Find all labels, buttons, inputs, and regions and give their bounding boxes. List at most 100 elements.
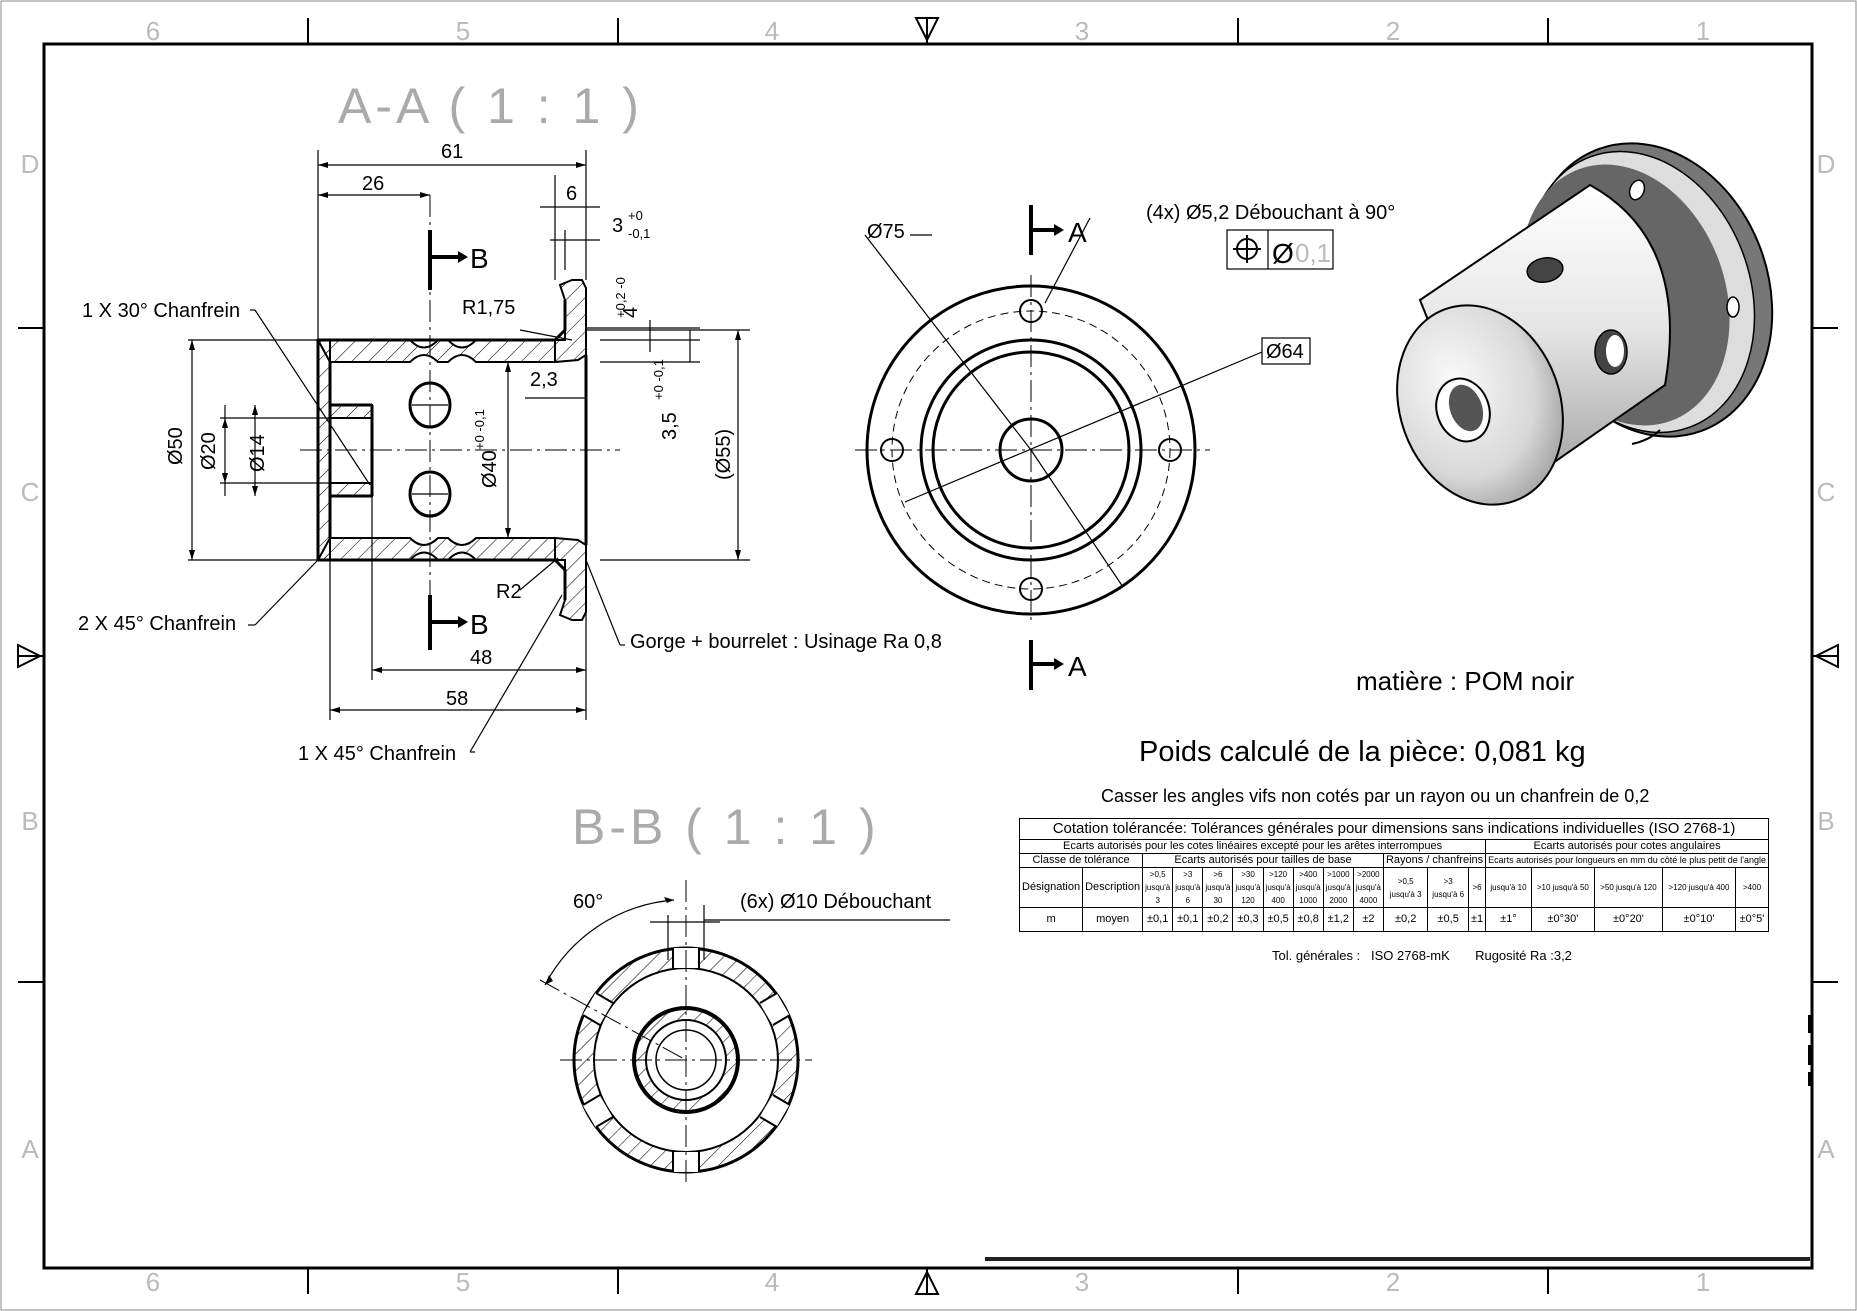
angle-range-cell: >50 jusqu'à 120 [1593,867,1664,908]
dim-20: Ø20 [198,432,220,470]
note-holes-4x: (4x) Ø5,2 Débouchant à 90° [1146,202,1395,224]
radii-range-cell: >0,5 jusqu'à 3 [1382,867,1429,908]
zone-col-1-bottom: 1 [1696,1267,1710,1297]
tol-general-line: Tol. générales : ISO 2768-mK Rugosité Ra… [1272,948,1572,963]
zone-col-3: 3 [1075,16,1089,46]
zone-col-3-bottom: 3 [1075,1267,1089,1297]
zone-row-c-right: C [1817,477,1836,507]
angle-range-cell: >10 jusqu'à 50 [1530,867,1595,908]
note-holes-6x: (6x) Ø10 Débouchant [740,891,932,913]
value-cell: ±0,3 [1232,907,1264,932]
position-tolerance-frame: Ø 0,1 [1226,229,1334,270]
dim-61: 61 [441,141,463,163]
zone-col-2-bottom: 2 [1386,1267,1400,1297]
dim-35: 3,5 [659,412,681,440]
range-cell: >3 jusqu'à 6 [1172,867,1204,908]
dim-3-tol-dn: -0,1 [628,226,650,241]
dim-40: Ø40 [479,450,501,488]
angle-value-cell: ±0°10' [1662,907,1736,932]
value-cell: ±0,5 [1262,907,1294,932]
tol-general-value: ISO 2768-mK [1371,948,1450,963]
note-chanfrein-30: 1 X 30° Chanfrein [82,300,240,322]
dim-48: 48 [470,647,492,669]
range-cell: >1000 jusqu'à 2000 [1322,867,1354,908]
note-chanfrein-1x45: 1 X 45° Chanfrein [298,743,456,765]
note-gorge: Gorge + bourrelet : Usinage Ra 0,8 [630,631,942,653]
radii-range-cell: >6 [1467,867,1487,908]
range-cell: >400 jusqu'à 1000 [1292,867,1324,908]
dim-r175: R1,75 [462,297,515,319]
section-mark-b-bottom: B [470,609,489,640]
weight-note: Poids calculé de la pièce: 0,081 kg [1139,736,1586,768]
range-cell: >120 jusqu'à 400 [1262,867,1294,908]
zone-row-b-right: B [1817,806,1834,836]
tol-general-label: Tol. générales : [1272,948,1361,963]
rugosite-value: 3,2 [1553,948,1572,963]
break-edges-note: Casser les angles vifs non cotés par un … [1101,786,1650,806]
value-cell: ±1,2 [1322,907,1354,932]
material-note: matière : POM noir [1356,666,1575,696]
radii-value-cell: ±1 [1467,907,1487,932]
dim-40-tol: +0 -0,1 [472,409,487,450]
zone-col-1: 1 [1696,16,1710,46]
section-mark-a-bottom: A [1068,651,1087,682]
note-chanfrein-2x45: 2 X 45° Chanfrein [78,613,236,635]
row-description: moyen [1082,907,1144,932]
position-tol-value: 0,1 [1295,238,1331,268]
dim-75: Ø75 [867,221,905,243]
dim-14: Ø14 [247,434,269,472]
angle-range-cell: >400 [1734,867,1770,908]
radii-range-cell: >3 jusqu'à 6 [1427,867,1469,908]
range-cell: >2000 jusqu'à 4000 [1352,867,1384,908]
value-cell: ±0,8 [1292,907,1324,932]
angular-header: Ecarts autorisés pour cotes angulaires [1485,839,1770,854]
angle-range-cell: >120 jusqu'à 400 [1662,867,1736,908]
zone-row-b: B [21,806,38,836]
linear-header: Ecarts autorisés pour les cotes linéaire… [1018,839,1487,854]
dim-4-tol: +0,2 -0 [613,277,628,318]
dim-26: 26 [362,173,384,195]
zone-col-6: 6 [146,16,160,46]
angle-range-cell: jusqu'à 10 [1485,867,1532,908]
value-cell: ±0,2 [1202,907,1234,932]
section-bb-view: B-B ( 1 : 1 ) [539,799,950,1185]
radii-value-cell: ±0,5 [1427,907,1469,932]
dim-r2: R2 [496,581,522,603]
dim-55: (Ø55) [713,429,735,480]
dim-angle-60: 60° [573,891,603,913]
radii-header: Rayons / chanfreins [1382,853,1487,868]
col-designation: Désignation [1018,867,1084,908]
zone-row-d-right: D [1817,149,1836,179]
angular-sub-header: Ecarts autorisés pour longueurs en mm du… [1485,853,1770,868]
dim-58: 58 [446,688,468,710]
isometric-view [1396,142,1774,506]
section-bb-title: B-B ( 1 : 1 ) [572,799,880,855]
section-aa-title: A-A ( 1 : 1 ) [338,78,643,134]
rugosite-label: Rugosité Ra : [1475,948,1554,963]
dim-3-tol-up: +0 [628,208,643,223]
section-mark-a-top: A [1068,217,1087,248]
value-cell: ±0,1 [1172,907,1204,932]
dim-50: Ø50 [165,427,187,465]
tolerance-table: Cotation tolérancée: Tolérances générale… [1018,818,1770,932]
dim-23: 2,3 [530,369,558,391]
section-aa-view: A-A ( 1 : 1 ) B B [78,78,942,765]
range-cell: >0,5 jusqu'à 3 [1142,867,1174,908]
zone-col-4: 4 [765,16,779,46]
dim-3: 3 [612,215,623,237]
zone-row-c: C [21,477,40,507]
dim-6: 6 [566,183,577,205]
position-tol-dia: Ø [1272,238,1294,269]
dim-64: Ø64 [1266,341,1304,363]
angle-value-cell: ±0°20' [1593,907,1664,932]
zone-col-4-bottom: 4 [765,1267,779,1297]
angle-value-cell: ±1° [1485,907,1532,932]
dim-35-tol: +0 -0,1 [651,359,666,400]
zone-col-5-bottom: 5 [456,1267,470,1297]
dim-4: 4 [620,307,642,318]
zone-col-2: 2 [1386,16,1400,46]
zone-col-6-bottom: 6 [146,1267,160,1297]
value-cell: ±2 [1352,907,1384,932]
angle-value-cell: ±0°30' [1530,907,1595,932]
